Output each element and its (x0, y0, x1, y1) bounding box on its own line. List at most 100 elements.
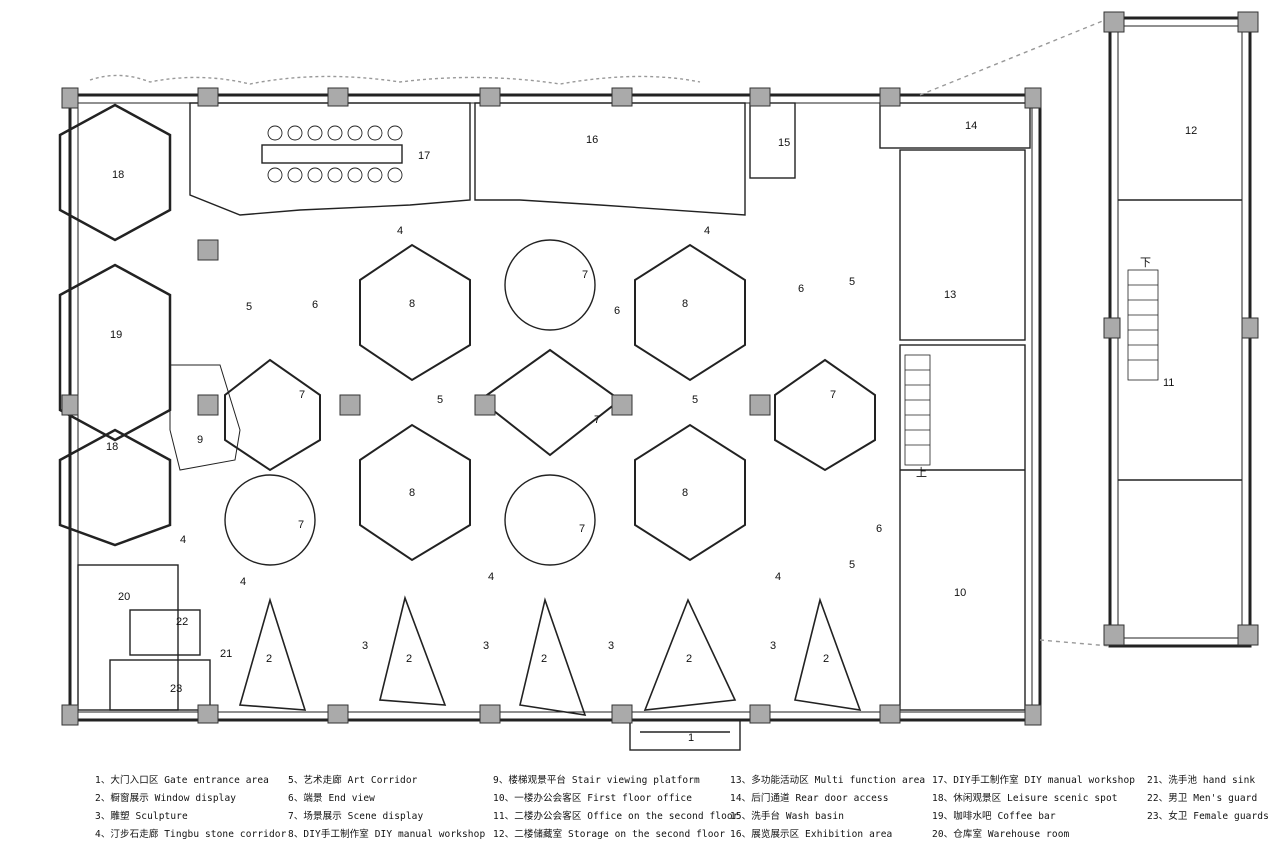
chairs-17 (267, 125, 403, 183)
legend-item: 9、楼梯观景平台 Stair viewing platform (493, 775, 700, 786)
label-room-2b: 2 (406, 653, 412, 665)
label-room-2c: 2 (541, 653, 547, 665)
scene-circle-top (504, 239, 596, 331)
label-room-23: 23 (170, 683, 182, 695)
label-room-3b: 3 (483, 640, 489, 652)
room-13-outline (899, 149, 1026, 341)
label-room-8d: 8 (682, 487, 688, 499)
stairs-annex (1127, 269, 1159, 381)
label-room-8a: 8 (409, 298, 415, 310)
label-room-4f: 4 (775, 571, 781, 583)
room-22-outline (129, 609, 201, 656)
legend-item: 4、汀步石走廊 Tingbu stone corridor (95, 829, 287, 840)
scene-hex-right (774, 358, 876, 472)
label-room-5e: 5 (849, 559, 855, 571)
annex-inner (1117, 25, 1243, 639)
label-room-16: 16 (586, 134, 598, 146)
legend-item: 23、女卫 Female guards (1147, 811, 1269, 822)
hex-room-18-bottom (58, 428, 172, 547)
label-room-2a: 2 (266, 653, 272, 665)
label-room-9: 9 (197, 434, 203, 446)
stairs-13 (904, 354, 931, 466)
legend-item: 19、咖啡水吧 Coffee bar (932, 811, 1056, 822)
legend-item: 15、洗手台 Wash basin (730, 811, 845, 822)
label-room-3d: 3 (770, 640, 776, 652)
label-room-7b: 7 (299, 389, 305, 401)
scene-circle-bottom (504, 474, 596, 566)
label-room-7a: 7 (582, 269, 588, 281)
label-room-18a: 18 (112, 169, 124, 181)
greenery-strip (89, 74, 701, 85)
label-room-4b: 4 (704, 225, 710, 237)
workshop-hex-4 (634, 423, 746, 562)
label-room-5d: 5 (849, 276, 855, 288)
label-room-7e: 7 (298, 519, 304, 531)
label-room-8b: 8 (682, 298, 688, 310)
label-room-3a: 3 (362, 640, 368, 652)
annex-outline (1108, 16, 1252, 648)
structural-columns (61, 11, 1259, 726)
label-room-5b: 5 (437, 394, 443, 406)
label-room-3c: 3 (608, 640, 614, 652)
label-room-10: 10 (954, 587, 966, 599)
legend-item: 17、DIY手工制作室 DIY manual workshop (932, 775, 1136, 786)
label-room-5c: 5 (692, 394, 698, 406)
scene-circle-left (224, 474, 316, 566)
label-room-5a: 5 (246, 301, 252, 313)
room-20-outline (77, 564, 179, 711)
label-room-4e: 4 (488, 571, 494, 583)
room-16-outline (474, 102, 746, 216)
label-room-4a: 4 (397, 225, 403, 237)
label-room-6b: 6 (614, 305, 620, 317)
legend-item: 3、雕塑 Sculpture (95, 811, 188, 822)
window-display-3 (519, 597, 587, 716)
legend-item: 14、后门通道 Rear door access (730, 793, 889, 804)
room-labels: 1 2 2 2 2 2 3 3 3 3 4 4 4 4 4 4 5 5 5 5 … (106, 120, 1197, 744)
label-room-17: 17 (418, 150, 430, 162)
table-17 (261, 144, 403, 164)
legend-item: 16、展览展示区 Exhibition area (730, 829, 893, 840)
label-room-6a: 6 (312, 299, 318, 311)
label-room-1: 1 (688, 732, 694, 744)
legend-item: 5、艺术走廊 Art Corridor (288, 775, 418, 786)
entrance-steps (629, 719, 741, 751)
inner-wall (77, 102, 1033, 713)
label-room-6d: 6 (876, 523, 882, 535)
legend-item: 21、洗手池 hand sink (1147, 775, 1256, 786)
legend-item: 8、DIY手工制作室 DIY manual workshop (288, 829, 486, 840)
workshop-hex-2 (634, 243, 746, 382)
room-17-outline (189, 102, 471, 216)
label-room-19: 19 (110, 329, 122, 341)
scene-hex-center (478, 348, 622, 457)
window-display-2 (378, 595, 447, 706)
label-room-6c: 6 (798, 283, 804, 295)
window-display-1 (238, 597, 307, 711)
hex-room-18-top (58, 103, 172, 242)
legend-item: 10、一楼办公会客区 First floor office (493, 793, 693, 804)
stair-viewing-platform (169, 364, 241, 471)
room-10-outline (899, 344, 1026, 711)
floor-plan: 1 2 2 2 2 2 3 3 3 3 4 4 4 4 4 4 5 5 5 5 … (58, 11, 1259, 751)
label-room-11: 11 (1163, 377, 1174, 389)
label-room-14: 14 (965, 120, 977, 132)
legend-item: 7、场景展示 Scene display (288, 811, 424, 822)
label-room-18b: 18 (106, 441, 118, 453)
legend-item: 2、橱窗展示 Window display (95, 793, 237, 804)
legend-item: 22、男卫 Men's guard (1147, 793, 1258, 804)
label-room-4d: 4 (240, 576, 246, 588)
workshop-hex-3 (359, 423, 471, 562)
stair-up-mark: 上 (916, 466, 927, 479)
legend-item: 20、仓库室 Warehouse room (932, 829, 1070, 840)
label-room-22: 22 (176, 616, 188, 628)
room-15-outline (749, 102, 796, 179)
scene-hex-left (224, 358, 321, 472)
legend-item: 11、二楼办公会客区 Office on the second floor (493, 811, 739, 822)
window-display-4 (643, 597, 737, 711)
legend-item: 6、端景 End view (288, 793, 375, 804)
room-14-outline (879, 102, 1031, 149)
label-room-8c: 8 (409, 487, 415, 499)
label-room-13: 13 (944, 289, 956, 301)
label-room-4c: 4 (180, 534, 186, 546)
label-room-15: 15 (778, 137, 790, 149)
